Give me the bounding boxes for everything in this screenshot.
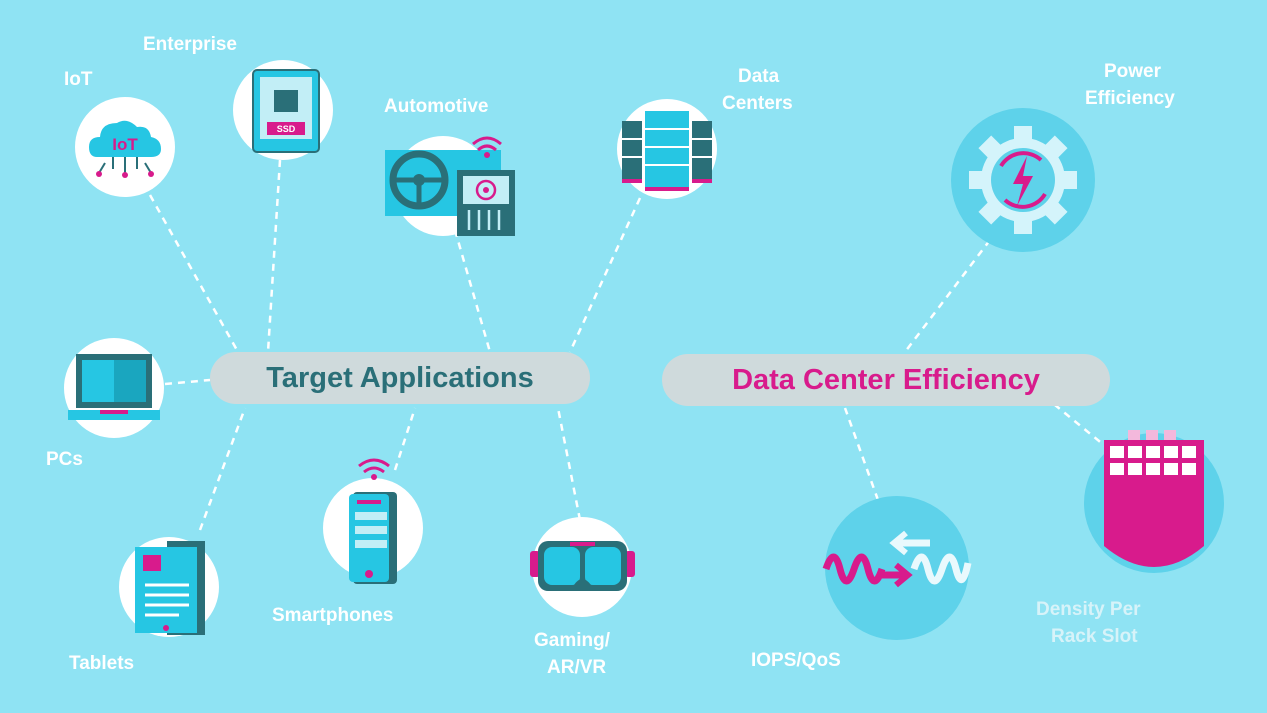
automotive-icon [383, 128, 523, 240]
label-gaming-line2: AR/VR [547, 657, 607, 678]
label-gaming-line1: Gaming/ [534, 630, 611, 651]
hub-data-center-efficiency: Data Center Efficiency [662, 354, 1110, 406]
tablet-icon [119, 537, 219, 637]
label-data-centers-line2: Centers [722, 93, 793, 114]
iops-qos-icon [822, 493, 972, 643]
connector-iot [148, 194, 240, 353]
iot-icon: IoT [75, 97, 175, 197]
connector-gaming [556, 407, 582, 521]
label-iops: IOPS/QoS [751, 650, 841, 671]
power-efficiency-icon [950, 107, 1100, 257]
label-automotive: Automotive [384, 96, 489, 117]
label-enterprise: Enterprise [143, 34, 237, 55]
connector-tablets [198, 407, 247, 531]
label-density-line1: Density Per [1036, 599, 1141, 620]
data-centers-icon [617, 99, 717, 199]
rack-density-icon [1084, 428, 1226, 578]
connector-automotive [453, 229, 492, 353]
connector-iops [843, 407, 880, 501]
connector-pcs [164, 378, 211, 386]
label-data-centers-line1: Data [738, 66, 780, 87]
connector-smartphones [393, 407, 417, 471]
ssd-text: SSD [277, 124, 296, 134]
vr-headset-icon [530, 517, 635, 617]
label-smartphones: Smartphones [272, 605, 394, 626]
laptop-icon [64, 338, 164, 438]
label-tablets: Tablets [69, 653, 135, 674]
iot-cloud-text: IoT [112, 135, 138, 154]
connector-enterprise [266, 159, 282, 353]
label-power-line1: Power [1104, 61, 1162, 82]
connector-data-centers [568, 197, 642, 353]
ssd-icon: SSD [233, 60, 333, 160]
label-pcs: PCs [46, 449, 83, 470]
label-iot: IoT [64, 69, 93, 90]
hub-target-applications: Target Applications [210, 352, 590, 404]
label-density-line2: Rack Slot [1051, 626, 1138, 647]
label-power-line2: Efficiency [1085, 88, 1175, 109]
smartphone-icon [323, 456, 423, 586]
connector-power [904, 239, 991, 353]
